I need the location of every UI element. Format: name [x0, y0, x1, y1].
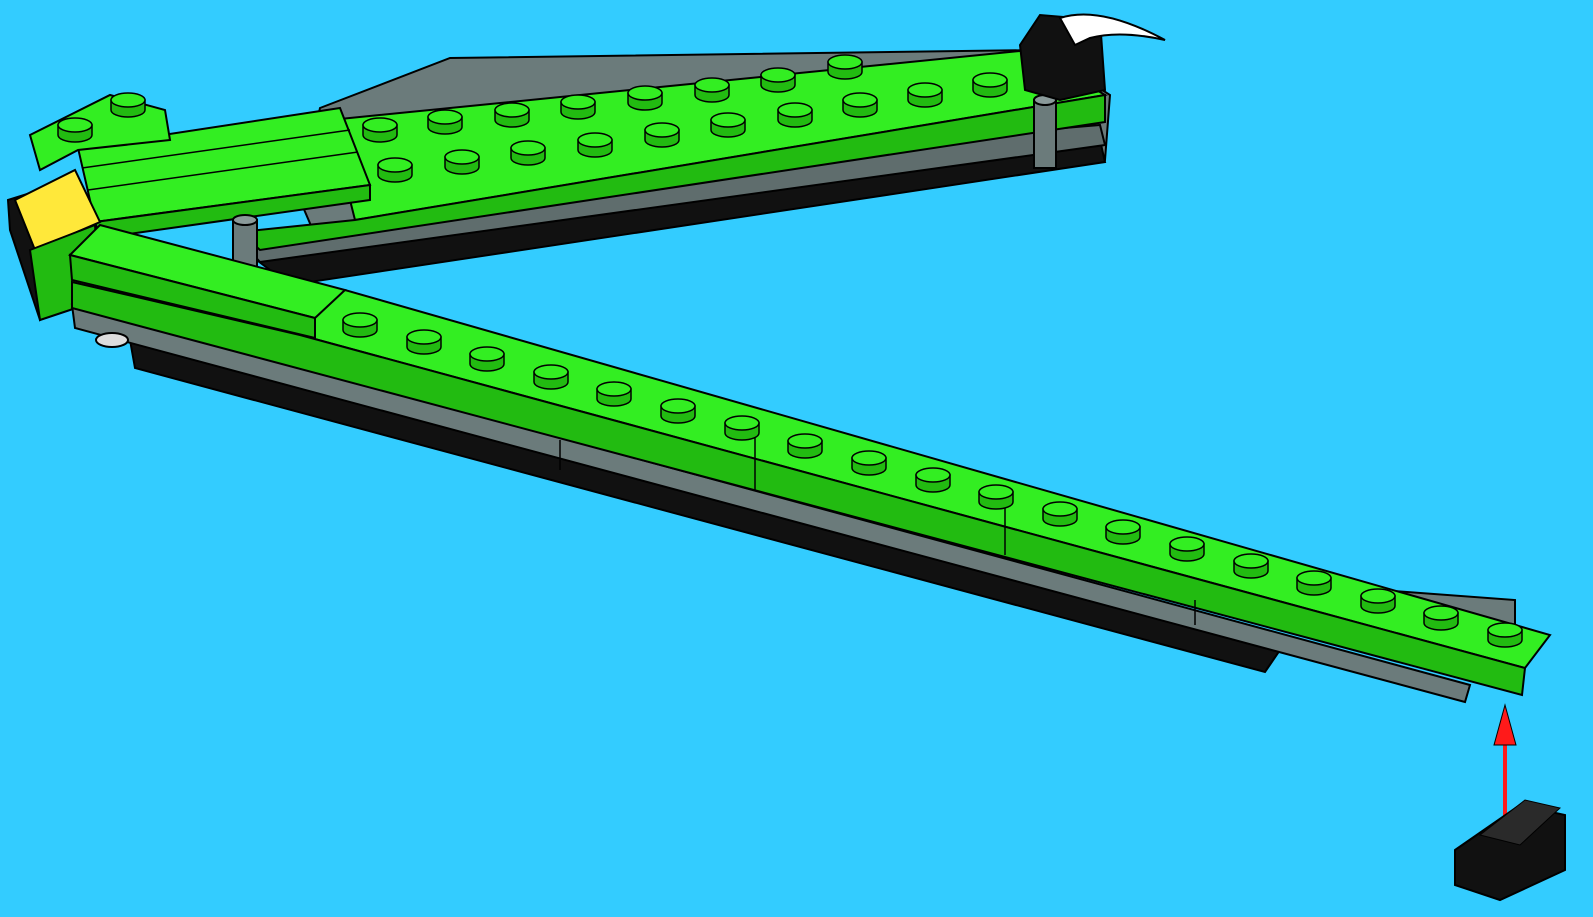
upper-gray-pin: [1034, 100, 1056, 168]
lower-arm-assembly: [70, 225, 1550, 702]
brick-stud-top: [407, 330, 441, 344]
brick-stud-top: [761, 68, 795, 82]
brick-stud-top: [58, 118, 92, 132]
brick-stud-top: [1170, 537, 1204, 551]
brick-stud-top: [363, 118, 397, 132]
brick-stud-top: [111, 93, 145, 107]
brick-stud-top: [597, 382, 631, 396]
lower-green-plate-side: [72, 282, 1525, 695]
brick-stud-top: [725, 416, 759, 430]
brick-stud-top: [628, 86, 662, 100]
brick-stud-top: [1106, 520, 1140, 534]
brick-stud-top: [908, 83, 942, 97]
brick-stud-top: [711, 113, 745, 127]
brick-stud-top: [828, 55, 862, 69]
upper-arm-assembly: [30, 14, 1165, 285]
brick-stud-top: [511, 141, 545, 155]
brick-stud-top: [778, 103, 812, 117]
brick-stud-top: [1424, 606, 1458, 620]
brick-stud-top: [916, 468, 950, 482]
brick-stud-top: [578, 133, 612, 147]
brick-stud-top: [495, 103, 529, 117]
brick-stud-top: [1043, 502, 1077, 516]
horn-piece: [1060, 14, 1165, 45]
brick-stud-top: [1234, 554, 1268, 568]
brick-stud-top: [661, 399, 695, 413]
brick-stud-top: [378, 158, 412, 172]
brick-stud-top: [695, 78, 729, 92]
brick-stud-top: [470, 347, 504, 361]
brick-stud-top: [973, 73, 1007, 87]
brick-stud-top: [645, 123, 679, 137]
red-up-arrow-icon: [1494, 705, 1516, 745]
brick-stud-top: [1297, 571, 1331, 585]
brick-stud-top: [343, 313, 377, 327]
brick-stud-top: [534, 365, 568, 379]
new-part-callout: [1455, 705, 1565, 900]
brick-stud-top: [1361, 589, 1395, 603]
brick-stud-top: [561, 95, 595, 109]
brick-stud-top: [1488, 623, 1522, 637]
lower-round-plate: [96, 333, 128, 347]
brick-stud-top: [843, 93, 877, 107]
brick-stud-top: [445, 150, 479, 164]
brick-stud-top: [428, 110, 462, 124]
brick-stud-top: [979, 485, 1013, 499]
brick-stud-top: [788, 434, 822, 448]
brick-stud-top: [852, 451, 886, 465]
